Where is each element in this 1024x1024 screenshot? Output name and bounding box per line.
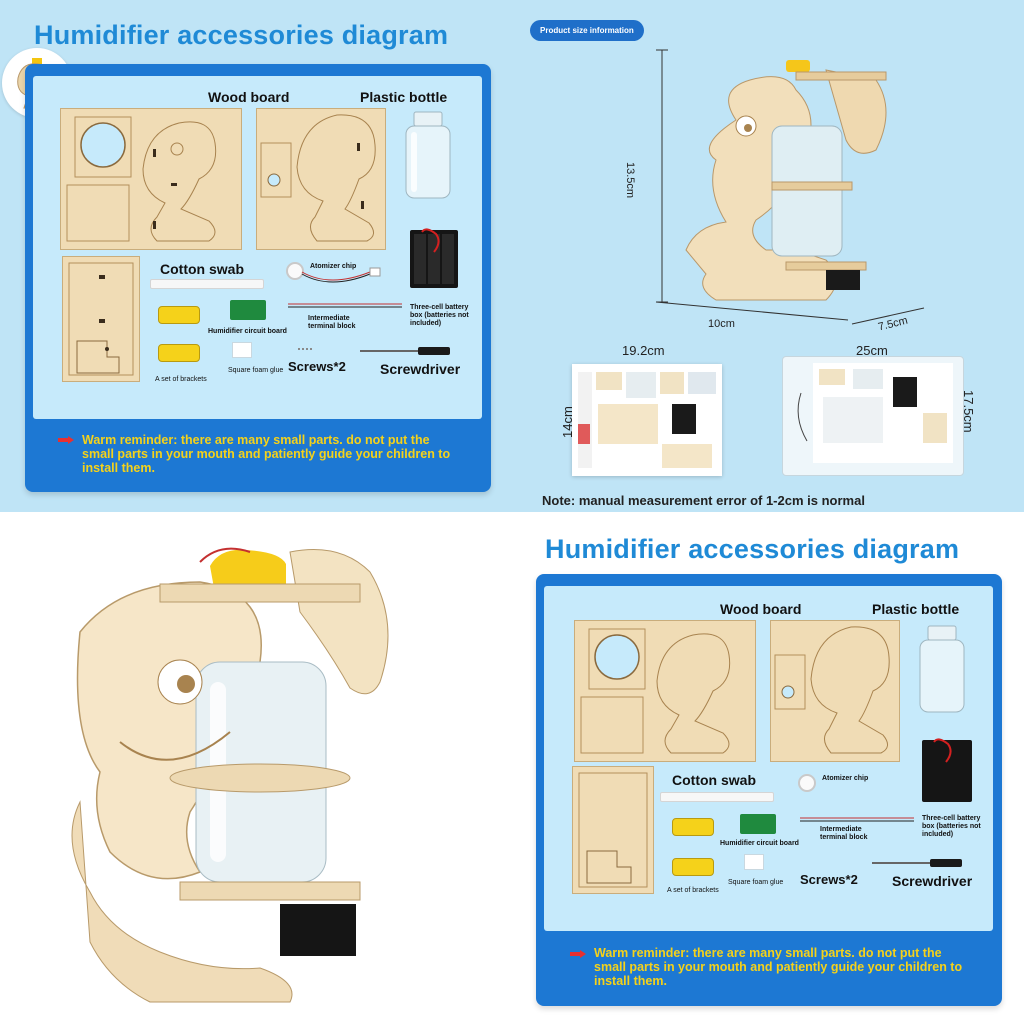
label-atomizer-chip: Atomizer chip	[310, 263, 357, 270]
label-circuit-board-2: Humidifier circuit board	[720, 840, 799, 847]
label-brackets: A set of brackets	[155, 376, 207, 383]
product-photo	[71, 547, 389, 1003]
label-foam-glue-2: Square foam glue	[728, 879, 784, 886]
battery-box-image	[408, 228, 460, 290]
width-label: 10cm	[708, 318, 735, 330]
wood-board-2	[256, 108, 386, 250]
foam-glue-image	[232, 342, 252, 358]
screws-image	[298, 348, 312, 354]
terminal-block-wire	[288, 303, 402, 308]
accessories-panel-bottom: Humidifier accessories diagram Wood boar…	[512, 512, 1024, 1024]
size-info-badge: Product size information	[530, 20, 644, 41]
label-foam-glue: Square foam glue	[228, 367, 284, 374]
screwdriver-image-2	[872, 859, 962, 867]
label-terminal-block-2: Intermediate terminal block	[820, 826, 868, 841]
label-brackets-2: A set of brackets	[667, 887, 719, 894]
manual-width-label: 19.2cm	[622, 343, 665, 358]
wood-board-3-b	[572, 766, 654, 894]
label-cotton-swab: Cotton swab	[160, 261, 244, 277]
wood-board-2-b	[770, 620, 900, 762]
label-circuit-board: Humidifier circuit board	[208, 328, 287, 335]
reminder-text-2: Warm reminder: there are many small part…	[594, 946, 963, 988]
product-size-image	[685, 60, 887, 301]
label-screwdriver: Screwdriver	[380, 361, 461, 377]
bracket-1-image-2	[672, 818, 714, 836]
product-photo-panel	[0, 512, 512, 1024]
bracket-2-image	[158, 344, 200, 362]
height-dimension-line	[656, 49, 668, 303]
label-screws: Screws*2	[288, 359, 346, 374]
wood-board-3	[62, 256, 140, 382]
atomizer-wire	[301, 267, 381, 283]
battery-box-image-2	[920, 738, 974, 804]
reminder-arrow-icon	[58, 436, 74, 444]
bracket-2-image-2	[672, 858, 714, 876]
label-screwdriver-2: Screwdriver	[892, 873, 973, 889]
label-terminal-block: Intermediate terminal block	[308, 315, 356, 330]
reminder-text: Warm reminder: there are many small part…	[82, 433, 451, 475]
accessories-panel-top: Humidifier accessories diagram Wood boar…	[0, 0, 512, 512]
wood-board-1	[60, 108, 242, 250]
size-info-panel: Product size information 13.5cm 10cm 7.5…	[512, 0, 1024, 512]
atomizer-chip-image-2	[798, 774, 816, 792]
width-dimension-line	[655, 301, 849, 321]
accessories-title: Humidifier accessories diagram	[34, 20, 449, 50]
measurement-note: Note: manual measurement error of 1-2cm …	[542, 493, 865, 508]
label-atomizer-chip-2: Atomizer chip	[822, 775, 869, 782]
label-plastic-bottle: Plastic bottle	[360, 89, 448, 105]
cotton-swab-image	[150, 279, 264, 289]
label-cotton-swab-2: Cotton swab	[672, 772, 756, 788]
label-screws-2: Screws*2	[800, 872, 858, 887]
label-battery-box: Three-cell battery box (batteries not in…	[410, 304, 469, 327]
label-battery-box-2: Three-cell battery box (batteries not in…	[922, 815, 981, 838]
atomizer-chip-image	[286, 262, 304, 280]
height-label: 13.5cm	[624, 162, 636, 199]
screwdriver-image	[360, 347, 450, 355]
depth-dimension-line	[851, 307, 925, 325]
bag-width-label: 25cm	[856, 343, 888, 358]
label-wood-board-2: Wood board	[720, 601, 802, 617]
manual-image	[572, 364, 722, 476]
packaging-bag-image	[782, 356, 964, 476]
terminal-block-wire-2	[800, 817, 914, 822]
reminder-arrow-icon-2	[570, 950, 586, 958]
circuit-board-image-2	[740, 814, 776, 834]
bracket-1-image	[158, 306, 200, 324]
wood-board-1-b	[574, 620, 756, 762]
plastic-bottle-image-2	[916, 624, 968, 714]
label-wood-board: Wood board	[208, 89, 290, 105]
foam-glue-image-2	[744, 854, 764, 870]
plastic-bottle-image	[402, 110, 454, 200]
cotton-swab-image-2	[660, 792, 774, 802]
label-plastic-bottle-2: Plastic bottle	[872, 601, 960, 617]
accessories-title-2: Humidifier accessories diagram	[545, 534, 960, 564]
circuit-board-image	[230, 300, 266, 320]
